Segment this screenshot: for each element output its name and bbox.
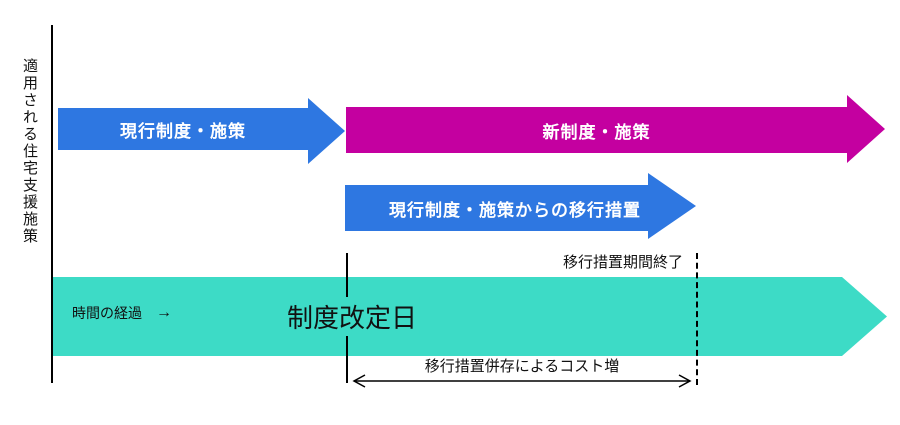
transition-end-label: 移行措置期間終了 <box>562 254 683 271</box>
y-axis-line <box>51 25 53 383</box>
transition-measures-arrow: 現行制度・施策からの移行措置 <box>345 173 696 239</box>
transition-measures-label: 現行制度・施策からの移行措置 <box>389 200 641 220</box>
right-arrow-icon: → <box>156 304 172 321</box>
current-policy-arrow: 現行制度・施策 <box>58 98 345 164</box>
current-policy-label: 現行制度・施策 <box>120 121 246 141</box>
time-axis-text: 時間の経過 <box>72 305 142 321</box>
double-arrow-icon <box>352 374 692 388</box>
y-axis-label: 適用される住宅支援施策 <box>21 58 38 245</box>
timeline-arrow <box>52 277 887 356</box>
transition-end-line <box>696 253 698 385</box>
revision-date-label: 制度改定日 <box>283 297 421 336</box>
new-policy-label: 新制度・施策 <box>542 122 651 142</box>
time-axis-label: 時間の経過 → <box>72 303 172 323</box>
new-policy-arrow: 新制度・施策 <box>346 95 885 163</box>
cost-span-label: 移行措置併存によるコスト増 <box>424 358 620 375</box>
